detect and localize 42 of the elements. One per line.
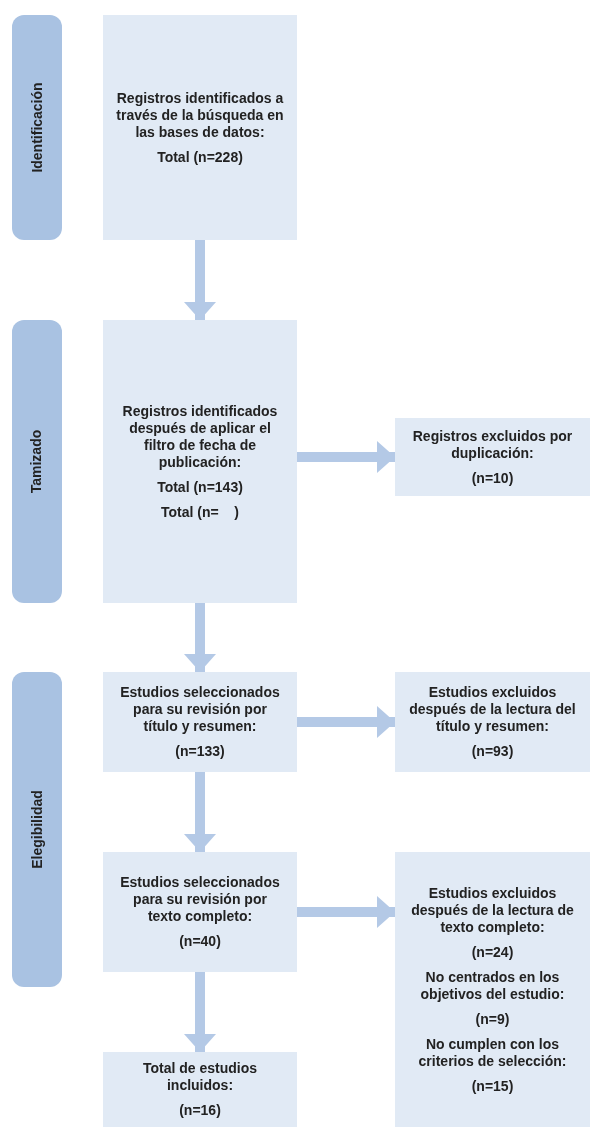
box-text: Total (n= ) <box>161 503 239 521</box>
box-text: (n=40) <box>179 933 221 950</box>
process-box <box>395 852 590 1127</box>
box-text: (n=16) <box>179 1102 221 1119</box>
box-text: Registros identificados después de aplicar el filtro de fecha de publicación: <box>121 402 279 471</box>
stage-label: Elegibilidad <box>27 790 46 869</box>
box-text: Registros excluidos por duplicación: <box>411 427 574 462</box>
box-text: Total (n=143) <box>157 478 243 496</box>
process-box <box>103 15 297 240</box>
box-text: Estudios excluidos después de la lectura del título y resumen: <box>408 684 577 735</box>
stage-band <box>12 320 62 603</box>
box-text: Total de estudios incluidos: <box>141 1060 259 1094</box>
process-box <box>103 672 297 772</box>
arrow <box>297 441 395 473</box>
box-text: (n=9) <box>475 1010 510 1028</box>
arrow <box>297 896 395 928</box>
arrow <box>297 706 395 738</box>
box-text: (n=15) <box>471 1077 514 1095</box>
box-text: (n=24) <box>471 943 514 961</box>
process-box <box>395 418 590 496</box>
box-text: Estudios seleccionados para su revisión por título y resumen: <box>119 684 281 735</box>
arrow <box>184 972 216 1052</box>
stage-label: Identificación <box>27 82 46 173</box>
box-text: (n=10) <box>471 469 514 487</box>
box-text: (n=133) <box>175 743 225 760</box>
box-text: Estudios seleccionados para su revisión por texto completo: <box>119 874 281 925</box>
stage-label: Tamizado <box>27 429 46 494</box>
arrow <box>184 240 216 320</box>
box-text: Registros identificados a través de la búsqueda en las bases de datos: <box>115 89 285 141</box>
stage-band <box>12 672 62 987</box>
box-text: Total (n=228) <box>157 148 243 166</box>
process-box <box>103 852 297 972</box>
box-text: (n=93) <box>471 743 514 760</box>
stage-band <box>12 15 62 240</box>
process-box <box>103 1052 297 1127</box>
process-box <box>395 672 590 772</box>
box-text: No centrados en los objetivos del estudio: <box>419 968 566 1003</box>
box-text: Estudios excluidos después de la lectura de texto completo: <box>410 884 575 936</box>
arrow <box>184 772 216 852</box>
box-text: No cumplen con los criterios de selección: <box>417 1035 568 1070</box>
arrow <box>184 603 216 672</box>
process-box <box>103 320 297 603</box>
